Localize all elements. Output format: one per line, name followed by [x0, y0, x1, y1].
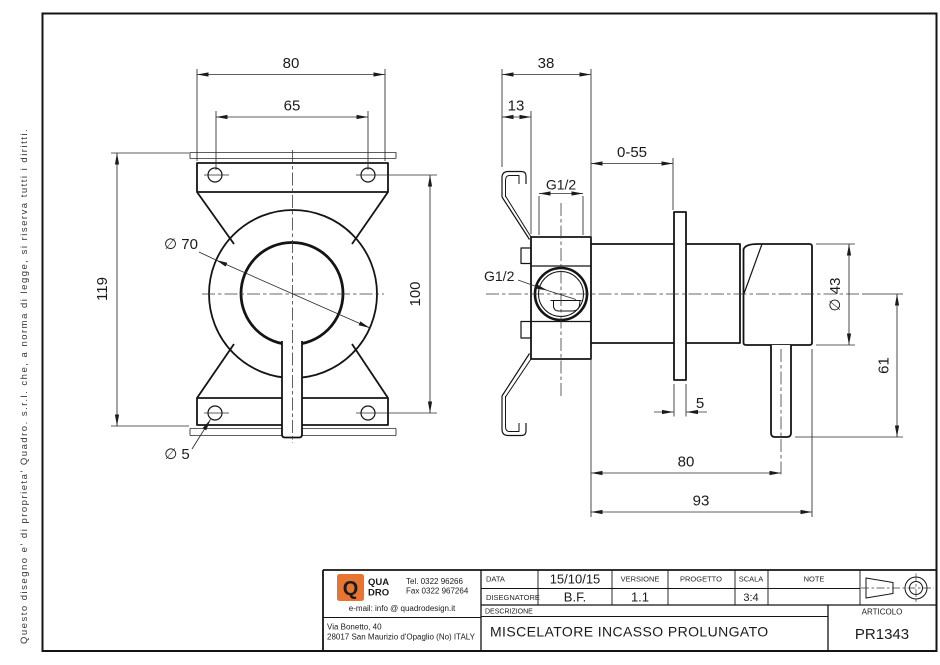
- front-wall-line-bottom: [189, 428, 397, 436]
- company-address-2: 28017 San Maurizio d'Opaglio (No) ITALY: [327, 633, 476, 642]
- sheet-border: [41, 12, 938, 652]
- data-value: 15/10/15: [550, 572, 601, 587]
- dim-side-clip: 13: [502, 98, 532, 234]
- dim-front-hole-vspacing: 100: [407, 175, 433, 413]
- dim-text: 100: [407, 281, 424, 306]
- versione-value: 1.1: [631, 590, 649, 605]
- dim-side-wall-range: 0-55: [591, 144, 674, 210]
- dim-side-depth: 38: [501, 55, 592, 240]
- front-struts-top: [196, 191, 389, 245]
- articolo-value: PR1343: [855, 626, 909, 643]
- dim-text: 119: [94, 277, 111, 301]
- title-block-border: [322, 569, 937, 651]
- dim-front-height: 119: [94, 152, 189, 427]
- dim-text: 65: [284, 98, 301, 115]
- front-view: 80 65 119 100 ∅ 70 ∅ 5: [94, 55, 437, 463]
- scala-value: 3:4: [743, 592, 758, 604]
- dim-text: 61: [876, 357, 893, 374]
- dim-text: ∅ 5: [164, 446, 190, 463]
- quadro-logo-icon: [337, 574, 364, 601]
- dim-text: 5: [696, 395, 704, 412]
- logo-text-line2: DRO: [368, 588, 389, 599]
- descrizione-label: DESCRIZIONE: [485, 609, 533, 616]
- articolo-label: ARTICOLO: [862, 608, 903, 617]
- dim-text: ∅ 70: [164, 236, 198, 253]
- disegnatore-label: DISEGNATORE: [486, 593, 540, 602]
- title-block: Q QUA DRO Tel. 0322 96266 Fax 0322 96726…: [322, 569, 937, 651]
- disegnatore-value: B.F.: [564, 590, 586, 605]
- company-cell: Q QUA DRO Tel. 0322 96266 Fax 0322 96726…: [327, 574, 476, 642]
- side-tab-top: [520, 247, 532, 265]
- dim-front-hole-spacing: 65: [215, 98, 369, 170]
- company-tel: Tel. 0322 96266: [406, 577, 463, 586]
- descrizione-value: MISCELATORE INCASSO PROLUNGATO: [490, 624, 769, 640]
- dim-side-thread-side: G1/2: [484, 268, 577, 300]
- dim-side-body-length: 80: [590, 347, 781, 517]
- company-email: e-mail: info @ quadrodesign.it: [349, 604, 456, 613]
- dim-text: 93: [693, 493, 710, 510]
- dim-side-head-diameter: ∅ 43: [816, 243, 855, 346]
- scala-label: SCALA: [739, 575, 764, 584]
- dim-text: 80: [283, 55, 300, 72]
- side-clip-bottom: [501, 353, 532, 437]
- versione-label: VERSIONE: [621, 575, 660, 584]
- side-extension-tube: [591, 243, 741, 344]
- dim-front-body-diameter: ∅ 70: [164, 236, 371, 329]
- company-fax: Fax 0322 967264: [406, 587, 469, 596]
- front-wall-line-top: [189, 152, 397, 159]
- dim-side-handle-length: 61: [795, 293, 903, 438]
- thread-label: G1/2: [484, 268, 515, 284]
- dim-text: 38: [538, 55, 555, 72]
- side-view: 38 13 G1/2 G1/2 0-55 ∅ 43: [484, 55, 903, 517]
- note-label: NOTE: [804, 575, 825, 584]
- side-clip-top: [501, 170, 532, 240]
- property-notice: Questo disegno e' di proprieta' Quadro. …: [19, 128, 30, 644]
- logo-letter: Q: [343, 578, 359, 600]
- dim-side-total-length: 93: [591, 349, 813, 517]
- progetto-label: PROGETTO: [680, 575, 722, 584]
- dim-text: 80: [678, 454, 695, 471]
- thread-label: G1/2: [546, 177, 577, 193]
- dim-side-thread-top: G1/2: [538, 177, 584, 235]
- dim-text: ∅ 43: [827, 278, 844, 312]
- dim-front-width: 80: [196, 55, 386, 161]
- dim-text: 0-55: [617, 144, 647, 161]
- data-label: DATA: [486, 575, 505, 584]
- dim-text: 13: [508, 98, 525, 115]
- front-handle-lever: [281, 341, 303, 439]
- dim-side-flange-thickness: 5: [654, 384, 707, 417]
- company-address-1: Via Bonetto, 40: [327, 623, 382, 632]
- logo-text-line1: QUA: [368, 577, 389, 588]
- side-head: [742, 243, 813, 346]
- dim-front-hole-diameter: ∅ 5: [164, 419, 211, 463]
- side-tab-bottom: [520, 320, 532, 339]
- side-wall-flange: [673, 211, 687, 381]
- front-struts-bottom: [196, 343, 389, 399]
- first-angle-projection-icon: [861, 573, 934, 603]
